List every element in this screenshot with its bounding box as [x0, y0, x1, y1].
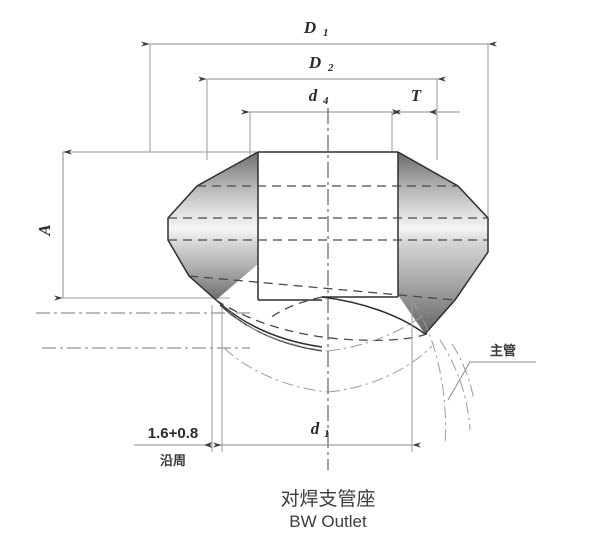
- dimension-subscript-d4: 4: [322, 95, 329, 107]
- phantom-curve-2: [223, 347, 329, 393]
- title-english: BW Outlet: [289, 512, 367, 531]
- title-chinese: 对焊支管座: [280, 488, 375, 510]
- dimension-label-d1-lower: d: [311, 419, 320, 438]
- main-pipe-label: 主管: [490, 343, 516, 359]
- dimension-subscript-d1-lower: 1: [324, 428, 330, 440]
- dimension-a: A: [35, 149, 72, 301]
- dimension-label-t: T: [411, 86, 422, 105]
- left-cone-middle-band: [168, 218, 258, 240]
- phantom-pipe-wall-outer: [411, 299, 447, 445]
- phantom-curve-1: [227, 312, 329, 352]
- saddle-curve-right: [321, 296, 426, 335]
- left-cone-outline: [167, 151, 259, 301]
- main-pipe-phantom-curves: [223, 299, 475, 445]
- dimension-subscript-d2: 2: [327, 62, 334, 74]
- dimension-d4: d 4: [241, 86, 401, 115]
- hidden-bore-intersection: [269, 296, 323, 319]
- main-pipe-leader-line: [447, 361, 536, 401]
- dimension-label-d4: d: [309, 86, 318, 105]
- phantom-pipe-wall-inner: [439, 339, 471, 431]
- phantom-pipe-edge: [451, 343, 475, 401]
- hidden-saddle-curve: [215, 299, 433, 341]
- phantom-curve-2b: [327, 345, 433, 393]
- phantom-curve-1b: [327, 311, 429, 352]
- right-cone-middle-band: [398, 218, 488, 240]
- weld-size-label: 1.6+0.8: [148, 425, 198, 442]
- right-cone-upper-face: [398, 152, 488, 218]
- left-cone-upper-face: [168, 152, 258, 218]
- dimension-weld-size: 1.6+0.8 沿周: [134, 425, 212, 469]
- weld-note-label: 沿周: [160, 454, 186, 469]
- left-cone-lower-face: [168, 240, 258, 300]
- main-pipe-annotation: 主管: [447, 343, 536, 401]
- dimension-subscript-d1-outer: 1: [323, 27, 329, 39]
- extension-lines-top: [63, 44, 489, 299]
- right-cone-lower-face: [398, 240, 488, 334]
- dimension-d1-outer: D 1: [141, 18, 497, 47]
- dimension-t: T: [392, 86, 460, 115]
- dimension-d1-lower: d 1: [213, 419, 421, 448]
- dimension-label-d1-outer: D: [303, 18, 316, 37]
- dimension-label-a: A: [35, 224, 54, 236]
- drawing-title: 对焊支管座 BW Outlet: [280, 488, 375, 531]
- saddle-curve-left-outer: [215, 299, 323, 348]
- dimension-d2: D 2: [198, 53, 446, 82]
- outlet-body: [167, 151, 489, 352]
- center-lines: [36, 108, 329, 470]
- dimension-label-d2: D: [308, 53, 321, 72]
